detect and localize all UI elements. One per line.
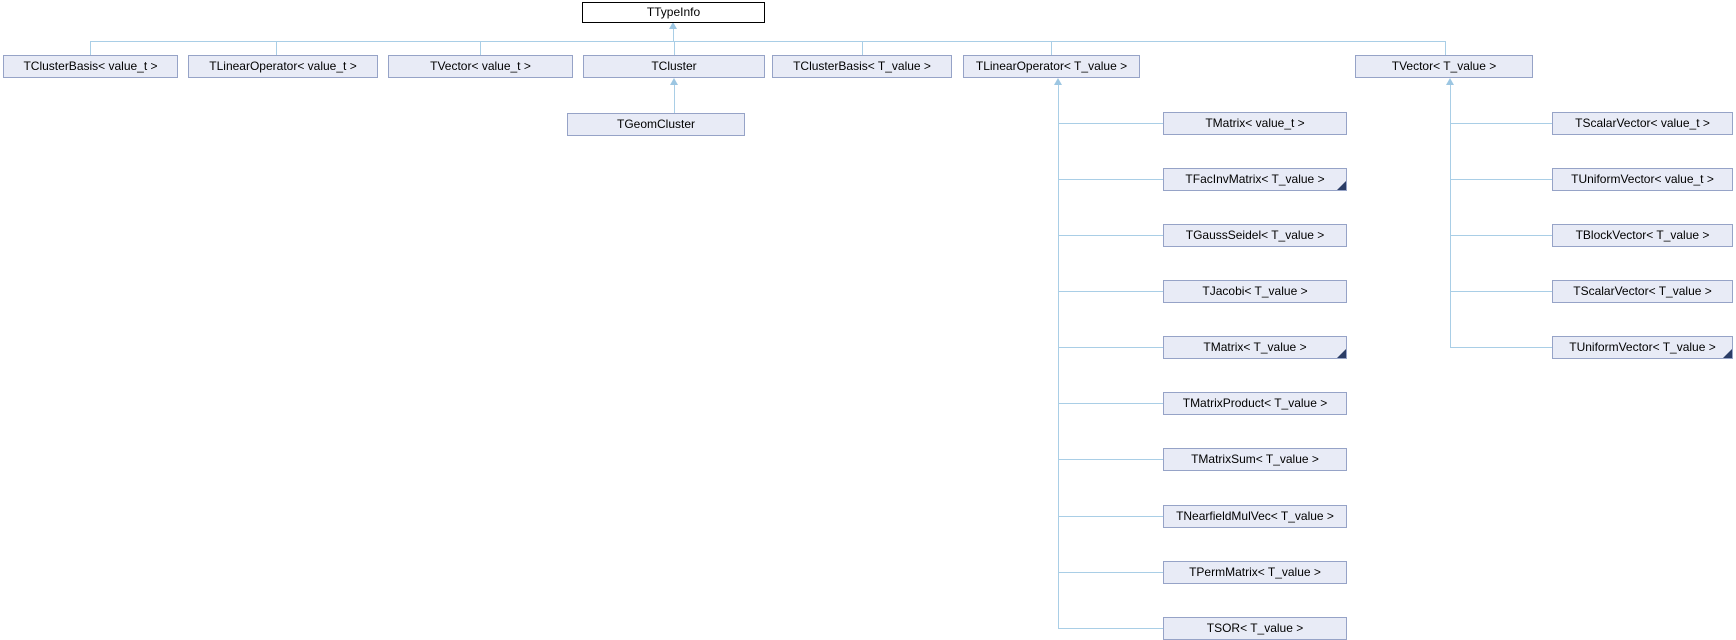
edge-line xyxy=(1058,628,1163,629)
node-label: TUniformVector< value_t > xyxy=(1571,172,1714,186)
node-tfacinvmatrix-t-value[interactable]: TFacInvMatrix< T_value > xyxy=(1163,168,1347,191)
node-tlinearoperator-value-t[interactable]: TLinearOperator< value_t > xyxy=(188,55,378,78)
edge-line xyxy=(673,28,674,41)
edge-line xyxy=(862,41,863,55)
node-label: TTypeInfo xyxy=(646,5,701,19)
node-tclusterbasis-value-t[interactable]: TClusterBasis< value_t > xyxy=(3,55,178,78)
arrow-up-icon xyxy=(670,78,678,85)
node-tmatrixsum-t-value[interactable]: TMatrixSum< T_value > xyxy=(1163,448,1347,471)
node-label: TMatrixProduct< T_value > xyxy=(1182,396,1328,410)
node-label: TLinearOperator< T_value > xyxy=(975,59,1128,73)
node-tjacobi-t-value[interactable]: TJacobi< T_value > xyxy=(1163,280,1347,303)
edge-line xyxy=(1450,235,1552,236)
node-tuniformvector-t-value[interactable]: TUniformVector< T_value > xyxy=(1552,336,1733,359)
node-label: TFacInvMatrix< T_value > xyxy=(1185,172,1325,186)
hidden-subclasses-fold-icon xyxy=(1337,181,1346,190)
edge-line xyxy=(90,41,1446,42)
edge-line xyxy=(1450,84,1451,348)
edge-line xyxy=(1450,179,1552,180)
edge-line xyxy=(1445,41,1446,55)
node-label: TJacobi< T_value > xyxy=(1202,284,1308,298)
node-tnearfieldmulvec-t-value[interactable]: TNearfieldMulVec< T_value > xyxy=(1163,505,1347,528)
node-tclusterbasis-t-value[interactable]: TClusterBasis< T_value > xyxy=(772,55,952,78)
edge-line xyxy=(480,41,481,55)
node-label: TMatrix< value_t > xyxy=(1205,116,1305,130)
node-label: TGeomCluster xyxy=(616,117,696,131)
edge-line xyxy=(674,84,675,113)
node-tmatrix-value-t[interactable]: TMatrix< value_t > xyxy=(1163,112,1347,135)
node-tcluster[interactable]: TCluster xyxy=(583,55,765,78)
node-tblockvector-t-value[interactable]: TBlockVector< T_value > xyxy=(1552,224,1733,247)
arrow-up-icon xyxy=(1446,78,1454,85)
hidden-subclasses-fold-icon xyxy=(1337,349,1346,358)
hidden-subclasses-fold-icon xyxy=(1723,349,1732,358)
node-tsor-t-value[interactable]: TSOR< T_value > xyxy=(1163,617,1347,640)
node-tvector-value-t[interactable]: TVector< value_t > xyxy=(388,55,573,78)
node-tgaussseidel-t-value[interactable]: TGaussSeidel< T_value > xyxy=(1163,224,1347,247)
node-label: TVector< T_value > xyxy=(1391,59,1497,73)
edge-line xyxy=(1058,572,1163,573)
node-label: TVector< value_t > xyxy=(430,59,531,73)
node-tpermmatrix-t-value[interactable]: TPermMatrix< T_value > xyxy=(1163,561,1347,584)
arrow-up-icon xyxy=(1054,78,1062,85)
edge-line xyxy=(1058,84,1059,629)
node-label: TClusterBasis< T_value > xyxy=(793,59,931,73)
edge-line xyxy=(90,41,91,55)
node-tlinearoperator-t-value[interactable]: TLinearOperator< T_value > xyxy=(963,55,1140,78)
edge-line xyxy=(1450,347,1552,348)
node-tmatrixproduct-t-value[interactable]: TMatrixProduct< T_value > xyxy=(1163,392,1347,415)
edge-line xyxy=(1450,123,1552,124)
edge-line xyxy=(1058,516,1163,517)
node-tuniformvector-value-t[interactable]: TUniformVector< value_t > xyxy=(1552,168,1733,191)
node-label: TGaussSeidel< T_value > xyxy=(1185,228,1325,242)
node-tscalarvector-t-value[interactable]: TScalarVector< T_value > xyxy=(1552,280,1733,303)
node-label: TMatrixSum< T_value > xyxy=(1191,452,1319,466)
node-label: TScalarVector< T_value > xyxy=(1573,284,1712,298)
node-label: TNearfieldMulVec< T_value > xyxy=(1176,509,1334,523)
edge-line xyxy=(1450,291,1552,292)
node-tmatrix-t-value[interactable]: TMatrix< T_value > xyxy=(1163,336,1347,359)
edge-line xyxy=(1058,123,1163,124)
node-label: TUniformVector< T_value > xyxy=(1569,340,1716,354)
edge-line xyxy=(1058,291,1163,292)
edge-line xyxy=(1058,179,1163,180)
node-label: TScalarVector< value_t > xyxy=(1575,116,1710,130)
node-label: TCluster xyxy=(651,59,697,73)
edge-line xyxy=(674,41,675,55)
arrow-up-icon xyxy=(669,22,677,29)
node-label: TMatrix< T_value > xyxy=(1203,340,1307,354)
node-tvector-t-value[interactable]: TVector< T_value > xyxy=(1355,55,1533,78)
edge-line xyxy=(1058,403,1163,404)
edge-line xyxy=(1051,41,1052,55)
edge-line xyxy=(1058,459,1163,460)
edge-line xyxy=(1058,235,1163,236)
node-label: TLinearOperator< value_t > xyxy=(209,59,357,73)
node-label: TPermMatrix< T_value > xyxy=(1189,565,1321,579)
node-label: TBlockVector< T_value > xyxy=(1575,228,1710,242)
node-label: TClusterBasis< value_t > xyxy=(23,59,158,73)
edge-line xyxy=(276,41,277,55)
node-tgeomcluster[interactable]: TGeomCluster xyxy=(567,113,745,136)
edge-line xyxy=(1058,347,1163,348)
node-tscalarvector-value-t[interactable]: TScalarVector< value_t > xyxy=(1552,112,1733,135)
node-label: TSOR< T_value > xyxy=(1206,621,1304,635)
node-ttypeinfo: TTypeInfo xyxy=(582,2,765,23)
